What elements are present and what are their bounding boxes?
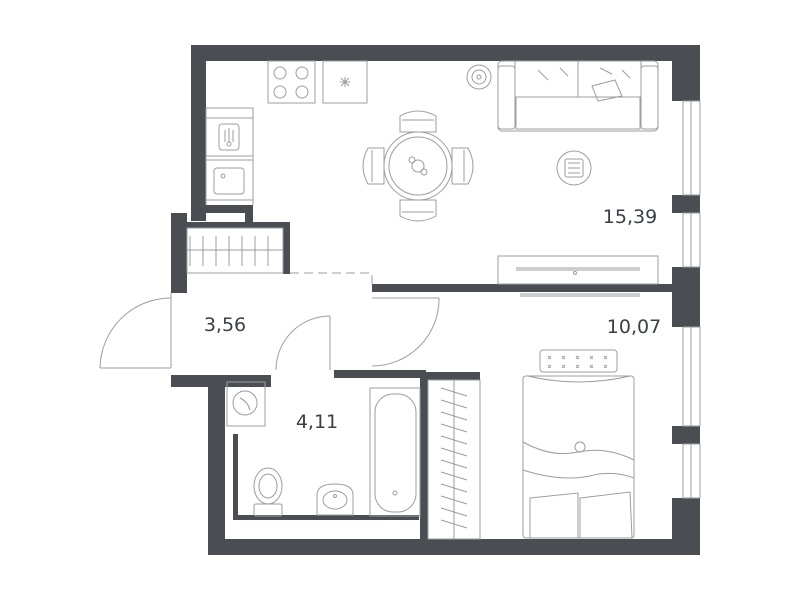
area-living-kitchen: 15,39	[603, 206, 657, 228]
area-label-hall: 3,56	[204, 314, 246, 336]
window-living-2	[682, 212, 701, 268]
wall-right-4	[672, 426, 700, 444]
kitchen-opening	[290, 272, 373, 284]
bed-icon	[522, 349, 635, 539]
doors	[99, 272, 440, 371]
wall-right-3	[672, 267, 700, 327]
exhaust-fan-icon	[322, 60, 368, 104]
area-label-bathroom: 4,11	[296, 411, 338, 433]
toilet-icon	[253, 467, 283, 517]
wall-bath-inner	[233, 434, 238, 520]
area-label-living: 15,39	[603, 206, 657, 228]
entrance-door	[99, 293, 172, 369]
wall-kitchen-corner	[245, 205, 253, 223]
bedroom-tv-icon	[520, 293, 640, 297]
bathroom-door	[275, 315, 331, 371]
wall-bath-right	[420, 372, 428, 539]
area-label-bedroom: 10,07	[607, 316, 661, 338]
stove-icon	[267, 60, 324, 104]
window-living-1	[682, 100, 701, 196]
area-bedroom: 10,07	[607, 316, 661, 338]
wall-left-kitchen	[191, 45, 206, 221]
area-hall: 3,56	[204, 314, 246, 336]
walls	[171, 45, 700, 555]
floor-lamp-icon	[466, 64, 492, 90]
wall-right-1	[672, 45, 700, 101]
washbasin-icon	[316, 483, 354, 516]
area-bathroom: 4,11	[296, 411, 338, 433]
wall-right-2	[672, 195, 700, 213]
wall-living-bedroom	[372, 284, 672, 292]
wardrobe-icon	[427, 379, 481, 540]
sink-icon	[205, 159, 254, 201]
bathtub-icon	[369, 387, 421, 517]
wall-left-bath	[208, 375, 225, 555]
bedroom-door	[371, 297, 440, 367]
armchair-icon	[556, 150, 592, 186]
wall-laundry-top	[226, 375, 271, 381]
wall-bath-top	[334, 370, 426, 378]
washing-machine-icon	[226, 381, 266, 427]
wall-kitchen-bottom	[191, 205, 253, 213]
wall-closet-top	[185, 222, 290, 228]
wall-hall-left	[171, 213, 187, 293]
hall-closet-icon	[186, 227, 284, 274]
wall-wardrobe-top	[426, 372, 480, 380]
dishwasher-icon	[205, 117, 254, 157]
window-bedroom-1	[682, 326, 701, 427]
windows	[682, 100, 701, 499]
window-bedroom-2	[682, 443, 701, 499]
sofa-icon	[497, 60, 659, 132]
wall-bottom	[208, 539, 700, 555]
wall-bath-floor	[233, 515, 419, 520]
wall-closet-right	[283, 222, 290, 274]
wall-top	[191, 45, 700, 61]
dining-table-icon	[362, 110, 474, 222]
tv-unit-icon	[497, 255, 659, 285]
